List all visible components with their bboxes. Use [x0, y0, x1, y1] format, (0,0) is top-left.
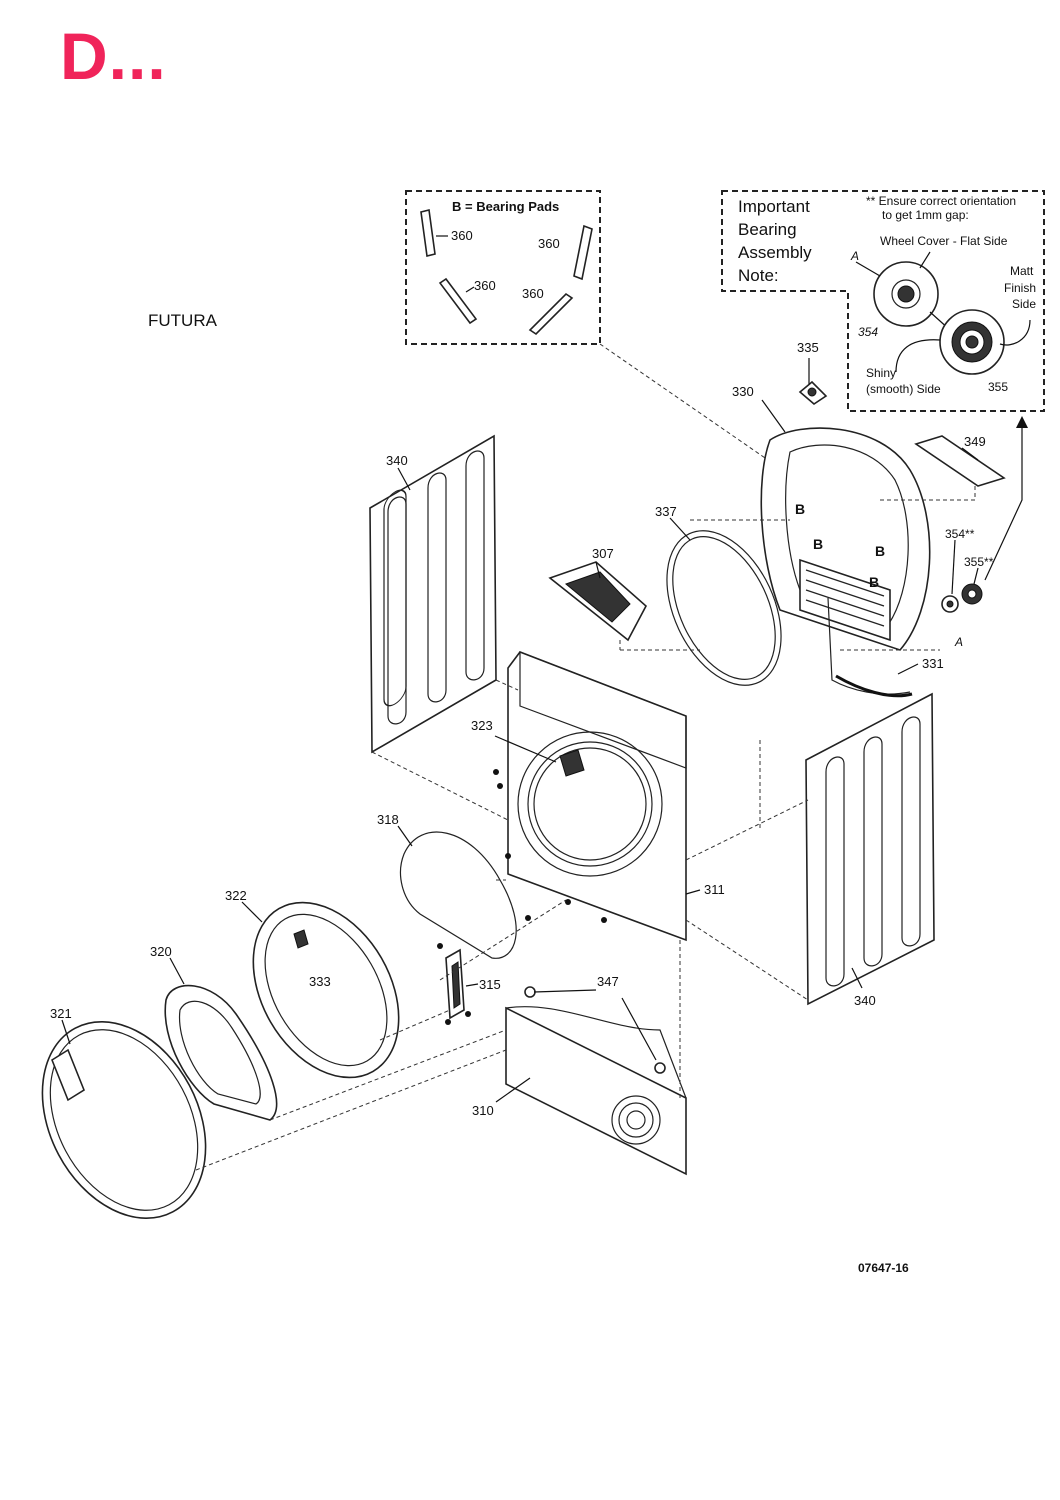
part-315-hinge	[445, 948, 479, 1020]
callout-355-star: 355**	[964, 555, 994, 569]
bearing-note-box: Important Bearing Assembly Note: ** Ensu…	[721, 190, 1045, 581]
callout-322: 322	[225, 888, 247, 903]
part-331-belt	[827, 597, 919, 698]
note-label-354: 354	[858, 325, 878, 339]
part-321-door-outer	[41, 1019, 207, 1219]
document-number: 07647-16	[858, 1261, 909, 1275]
callout-321: 321	[50, 1006, 72, 1021]
note-label-355: 355	[988, 380, 1008, 394]
part-349	[914, 435, 1006, 500]
bearing-pad-2	[573, 224, 593, 281]
callout-354-star: 354**	[945, 527, 975, 541]
bearing-pads-box: B = Bearing Pads 360 360 360 360	[405, 190, 769, 461]
bearing-pads-title: B = Bearing Pads	[452, 199, 559, 214]
part-311-front-panel	[507, 651, 701, 942]
model-name: FUTURA	[148, 311, 217, 330]
part-318-gasket	[397, 825, 517, 959]
drum-mark-b-3: B	[875, 543, 885, 559]
note-shiny-line-2: (smooth) Side	[866, 382, 941, 396]
note-matt-line-3: Side	[1012, 297, 1036, 311]
drum-mark-b-4: B	[869, 574, 879, 590]
part-307-drawer	[548, 561, 648, 650]
bearing-pad-label-4: 360	[522, 286, 544, 301]
drum-mark-b-1: B	[795, 501, 805, 517]
note-heading-line-1: Important	[738, 197, 810, 216]
part-330-drum-rear	[760, 399, 931, 651]
bearing-pad-1	[420, 209, 448, 257]
bearing-pad-3	[438, 277, 478, 325]
note-shiny-line-1: Shiny	[866, 366, 896, 380]
note-ensure-line-2: to get 1mm gap:	[882, 208, 969, 222]
note-ensure-line-1: ** Ensure correct orientation	[866, 194, 1016, 208]
callout-320: 320	[150, 944, 172, 959]
part-335	[798, 358, 828, 406]
callout-340-bottom: 340	[854, 993, 876, 1008]
note-matt-line-2: Finish	[1004, 281, 1036, 295]
callout-318: 318	[377, 812, 399, 827]
part-337-seal	[666, 517, 782, 686]
part-320-door-glass	[164, 957, 278, 1121]
bearing-pad-label-1: 360	[451, 228, 473, 243]
part-340-side-panel-left	[369, 434, 497, 754]
note-heading-line-3: Assembly	[738, 243, 812, 262]
callout-a: A	[954, 635, 963, 649]
drum-mark-b-2: B	[813, 536, 823, 552]
callout-310: 310	[472, 1103, 494, 1118]
note-heading-line-4: Note:	[738, 266, 779, 285]
callout-333: 333	[309, 974, 331, 989]
screws	[437, 769, 607, 1025]
bearing-pad-label-3: 360	[474, 278, 496, 293]
bearing-pad-label-2: 360	[538, 236, 560, 251]
assembly-guide-lines	[195, 499, 975, 1171]
page-title: D...	[60, 19, 167, 93]
note-wheel-cover: Wheel Cover - Flat Side	[880, 234, 1008, 248]
callout-307: 307	[592, 546, 614, 561]
callout-311: 311	[704, 882, 725, 897]
part-322-door-inner	[241, 901, 400, 1079]
callout-335: 335	[797, 340, 819, 355]
callout-330: 330	[732, 384, 754, 399]
callout-347: 347	[597, 974, 619, 989]
note-heading-line-2: Bearing	[738, 220, 797, 239]
callout-315: 315	[479, 977, 501, 992]
callout-337: 337	[655, 504, 677, 519]
note-matt-line-1: Matt	[1010, 264, 1034, 278]
leader-323	[494, 735, 557, 763]
wheel-cover-354	[855, 251, 951, 331]
callout-349: 349	[964, 434, 986, 449]
callout-340-top: 340	[386, 453, 408, 468]
note-label-a: A	[850, 249, 859, 263]
callout-323: 323	[471, 718, 493, 733]
callout-331: 331	[922, 656, 944, 671]
part-310-kickplate	[495, 986, 687, 1176]
bearing-pad-4	[528, 292, 574, 336]
part-340-side-panel-right	[805, 692, 935, 1006]
part-354-355	[941, 539, 983, 613]
wheel-355	[895, 309, 1031, 375]
